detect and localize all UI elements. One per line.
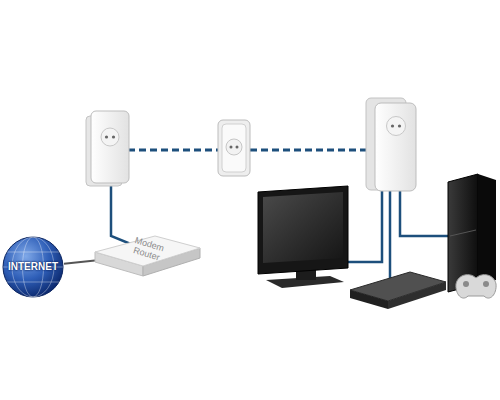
game-controller: [456, 275, 496, 298]
powerline-adapter: [91, 111, 129, 183]
globe-parallel: [7, 252, 59, 253]
modem-router: Modem Router: [95, 230, 200, 280]
lan-cable: [348, 190, 382, 262]
socket-pin-hole: [391, 124, 394, 127]
internet-label: INTERNET: [0, 261, 68, 273]
console-slot: [450, 230, 476, 236]
socket-outlet: [226, 139, 242, 155]
settop-box-front: [350, 290, 388, 309]
game-console-front: [448, 174, 478, 292]
tv-screen: [263, 192, 343, 263]
wall-socket: [218, 120, 250, 176]
socket-pin-hole: [112, 135, 115, 138]
socket-pin-hole: [236, 146, 239, 149]
powerline-adapter: [375, 103, 416, 191]
tv-frame: [258, 186, 348, 274]
settop-box-side: [388, 282, 446, 309]
controller-stick: [483, 281, 489, 287]
socket-outlet: [387, 117, 406, 136]
powerline-link: [250, 149, 368, 152]
socket-pin-hole: [105, 135, 108, 138]
socket-pin-hole: [398, 124, 401, 127]
lan-cable: [389, 190, 392, 282]
network-cable: [64, 261, 95, 264]
internet-globe: INTERNET: [2, 236, 64, 298]
lan-cable: [400, 190, 450, 236]
powerline-link: [128, 149, 218, 152]
wall-socket-face: [222, 124, 246, 172]
socket-outlet: [101, 128, 119, 146]
socket-pin-hole: [230, 146, 233, 149]
controller-stick: [463, 281, 469, 287]
game-console-side: [478, 174, 496, 284]
globe-parallel: [7, 282, 59, 283]
